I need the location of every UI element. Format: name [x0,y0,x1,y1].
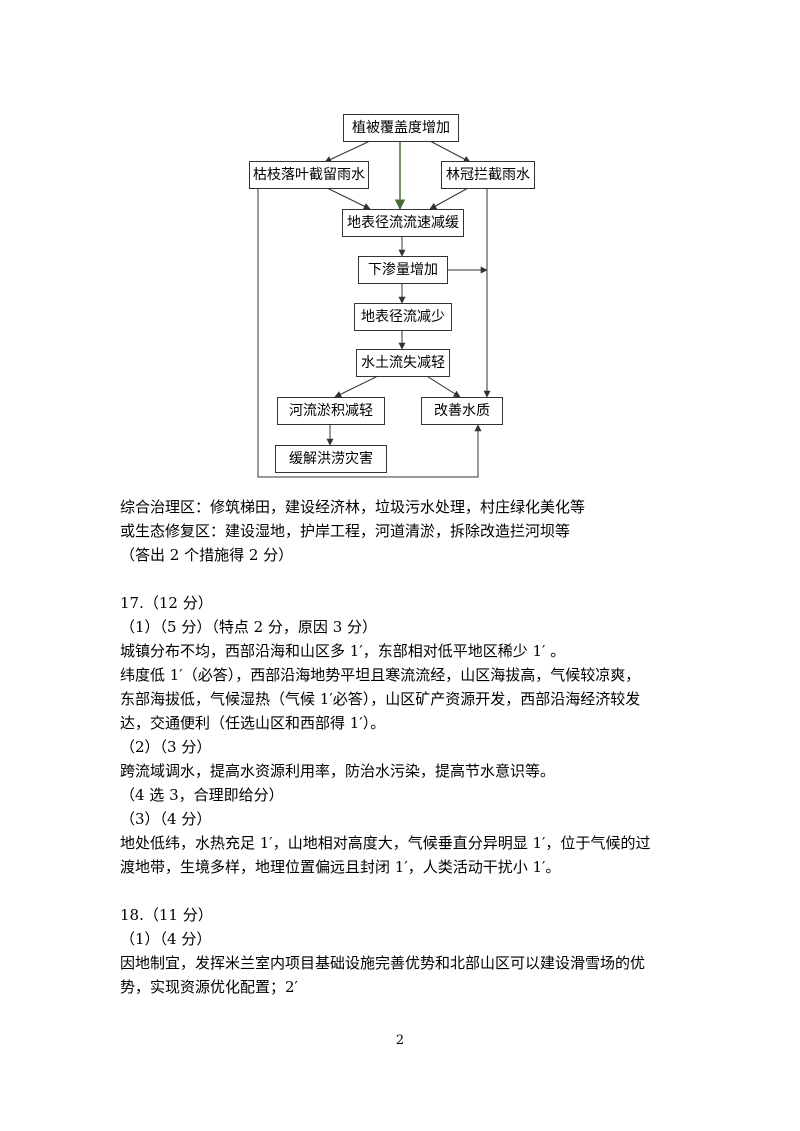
box-water-quality: 改善水质 [421,397,503,425]
box-siltation: 河流淤积减轻 [277,397,385,425]
text-line: （1）（4 分） [120,930,212,948]
text-line: 东部海拔低，气候湿热（气候 1′必答），山区矿产资源开发，西部沿海经济较发 [120,690,641,708]
page-number: 2 [395,1033,405,1048]
text-line: 城镇分布不均，西部沿海和山区多 1′，东部相对低平地区稀少 1′ 。 [120,642,566,660]
arrow-left-outer [257,187,482,478]
text-line: 综合治理区：修筑梯田，建设经济林，垃圾污水处理，村庄绿化美化等 [120,498,586,516]
box-litter-interception: 枯枝落叶截留雨水 [249,161,369,189]
text-line: 或生态修复区：建设湿地，护岸工程，河道清淤，拆除改造拦河坝等 [120,522,571,540]
box-vegetation-cover: 植被覆盖度增加 [343,114,459,142]
arrow-left-runoff [324,186,371,210]
text-line: 渡地带，生境多样，地理位置偏远且封闭 1′，人类活动干扰小 1′。 [120,858,561,876]
box-infiltration: 下渗量增加 [358,256,448,284]
box-runoff-less: 地表径流减少 [354,303,452,331]
arrow-top-left [324,140,371,163]
text-line: 地处低纬，水热充足 1′，山地相对高度大，气候垂直分异明显 1′，位于气候的过 [120,834,651,852]
text-line: （答出 2 个措施得 2 分） [120,546,294,564]
text-line: 纬度低 1′（必答），西部沿海地势平坦且寒流流经，山区海拔高，气候较凉爽， [120,666,641,684]
arrow-erosion-quality [424,374,461,398]
text-line: 达，交通便利（任选山区和西部得 1′）。 [120,714,386,732]
text-line: （3）（4 分） [120,810,212,828]
box-erosion: 水土流失减轻 [356,349,450,377]
answer-text: 综合治理区：修筑梯田，建设经济林，垃圾污水处理，村庄绿化美化等 或生态修复区：建… [120,495,700,999]
flowchart-connectors [257,140,491,478]
arrow-right-runoff [429,186,471,210]
box-flood: 缓解洪涝灾害 [275,445,387,473]
arrow-erosion-siltation [334,374,381,398]
box-canopy-interception: 林冠拦截雨水 [441,161,535,189]
flowchart: 植被覆盖度增加 枯枝落叶截留雨水 林冠拦截雨水 地表径流流速减缓 下渗量增加 地… [0,0,800,490]
question-heading: 18.（11 分） [120,906,213,924]
box-runoff-slow: 地表径流流速减缓 [342,209,464,237]
text-line: （1）（5 分）（特点 2 分，原因 3 分） [120,618,378,636]
text-line: 势，实现资源优化配置；2′ [120,978,298,996]
text-line: （2）（3 分） [120,738,212,756]
text-line: 跨流域调水，提高水资源利用率，防治水污染，提高节水意识等。 [120,762,556,780]
arrow-top-right [429,140,471,163]
question-heading: 17.（12 分） [120,594,213,612]
text-line: 因地制宜，发挥米兰室内项目基础设施完善优势和北部山区可以建设滑雪场的优 [120,954,646,972]
text-line: （4 选 3，合理即给分） [120,786,284,804]
